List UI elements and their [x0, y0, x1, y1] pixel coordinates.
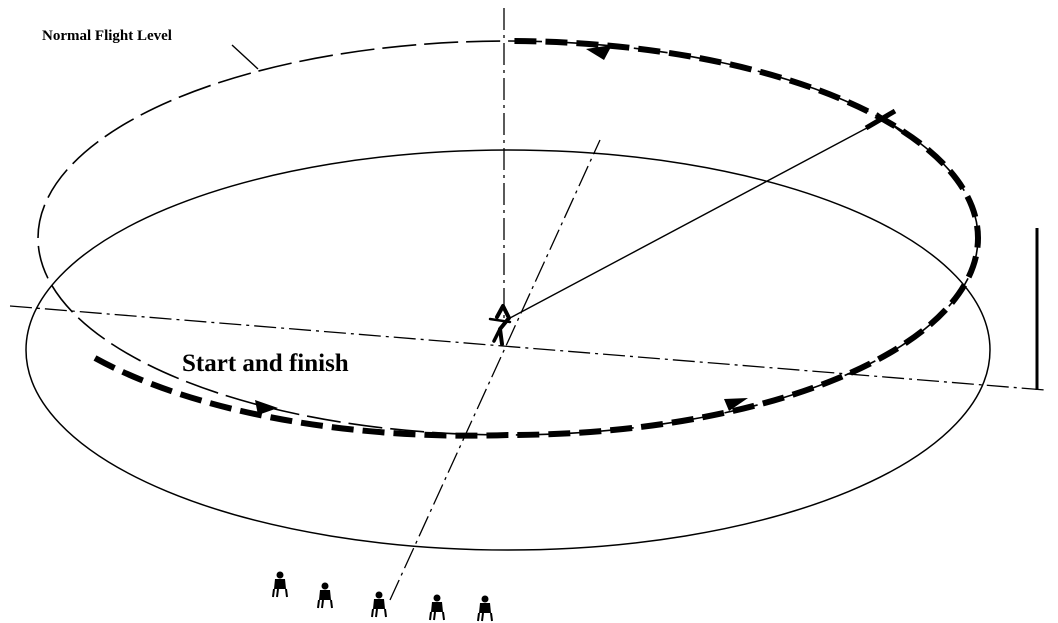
judge-figure-icon	[273, 572, 287, 598]
flight-level-label: Normal Flight Level	[42, 28, 172, 44]
ground-circle	[26, 150, 990, 550]
pilot-figure-icon	[490, 306, 510, 344]
judge-2	[318, 583, 332, 609]
direction-arrow-top	[586, 45, 612, 60]
control-line	[510, 121, 880, 318]
flight-level-leader	[232, 45, 258, 69]
start-finish-label: Start and finish	[182, 350, 349, 377]
judge-figure-icon	[318, 583, 332, 609]
judge-3	[372, 592, 386, 618]
judge-4	[430, 595, 444, 621]
direction-arrow-left	[255, 400, 278, 415]
judge-sight-line	[390, 140, 600, 600]
judge-1	[273, 572, 287, 598]
judge-figure-icon	[372, 592, 386, 618]
judge-figure-icon	[430, 595, 444, 621]
judge-figure-icon	[478, 596, 492, 622]
horizontal-axis	[10, 306, 1045, 390]
judge-5	[478, 596, 492, 622]
